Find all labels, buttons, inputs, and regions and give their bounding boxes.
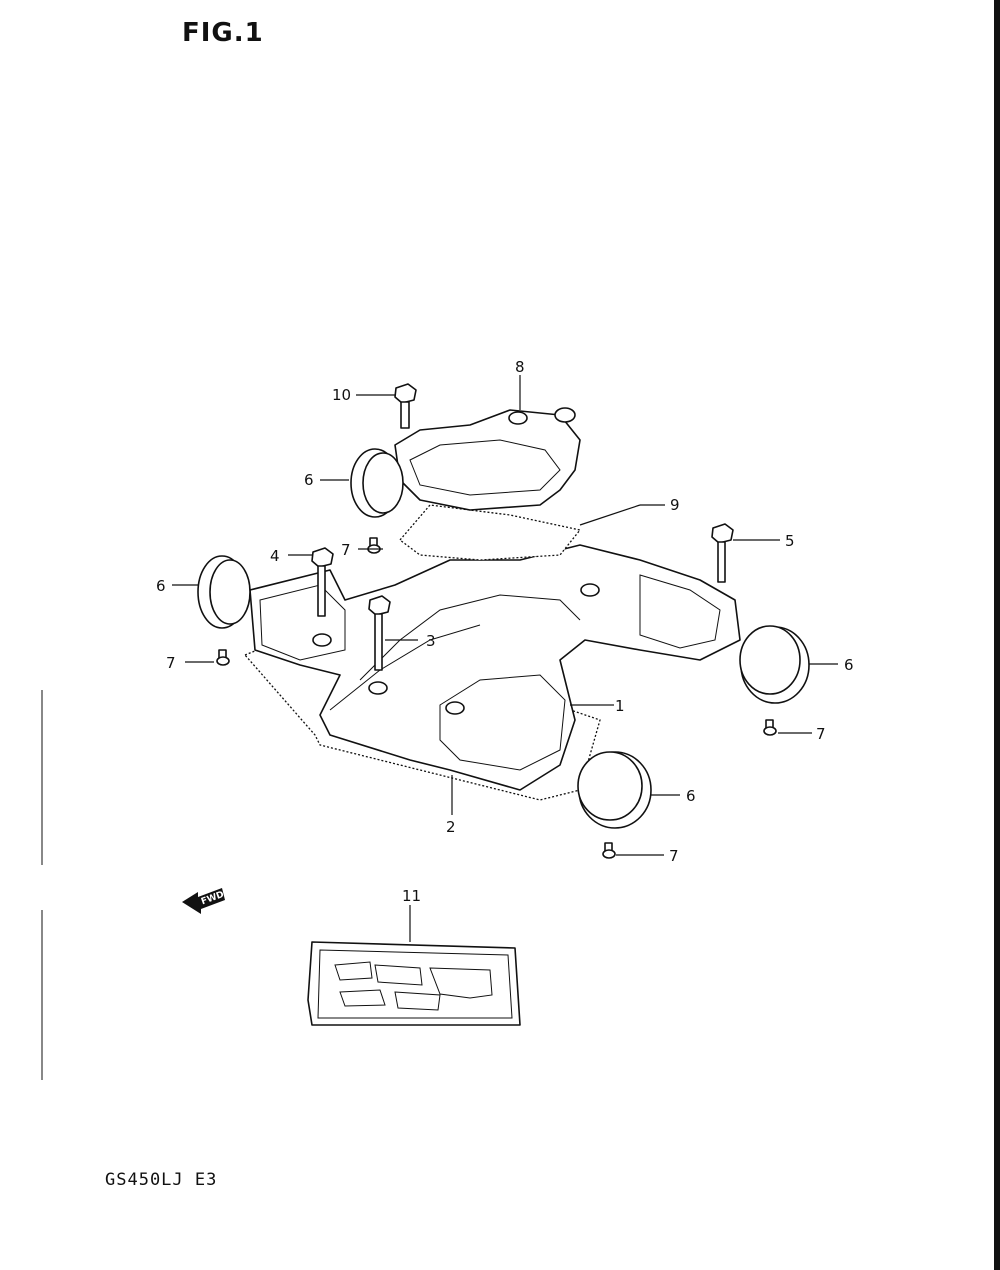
callout-7-left: 7 <box>166 654 176 672</box>
figure-title: FIG.1 <box>182 18 264 48</box>
breather-cover-gasket <box>399 504 582 561</box>
cover-right-lobe <box>639 574 721 649</box>
cap-rear-left <box>350 448 404 518</box>
callout-3: 3 <box>426 632 436 650</box>
cover-front-lobe <box>439 674 566 771</box>
callout-1: 1 <box>615 697 625 715</box>
screw-7d <box>602 842 616 859</box>
callout-2: 2 <box>446 818 456 836</box>
callout-7-center: 7 <box>341 541 351 559</box>
callout-8: 8 <box>515 358 525 376</box>
screw-7a <box>367 537 381 554</box>
cover-center-ridge <box>359 594 581 681</box>
gasket-set-11 <box>307 941 521 1026</box>
callout-4: 4 <box>270 547 280 565</box>
callout-11: 11 <box>402 887 421 905</box>
breather-outlet-pipe <box>554 407 576 423</box>
bolt-4 <box>311 547 334 617</box>
bolt-5 <box>711 523 734 583</box>
scan-border <box>994 0 1000 1270</box>
callout-9: 9 <box>670 496 680 514</box>
cover-bolt-boss <box>368 681 388 695</box>
callout-6-front: 6 <box>686 787 696 805</box>
screw-7c <box>763 719 777 736</box>
bolt-3 <box>368 595 391 671</box>
breather-cover-boss <box>508 411 528 425</box>
callout-7-right: 7 <box>816 725 826 743</box>
model-code: GS450LJ E3 <box>105 1170 218 1190</box>
cover-bolt-boss <box>312 633 332 647</box>
breather-cover <box>394 409 581 511</box>
callout-6-left: 6 <box>156 577 166 595</box>
callout-5: 5 <box>785 532 795 550</box>
cover-bolt-boss <box>580 583 600 597</box>
bolt-10 <box>394 383 417 429</box>
cap-left <box>197 555 251 629</box>
breather-cover-top <box>409 439 561 496</box>
forward-arrow-label: FWD <box>200 890 226 907</box>
callout-6-rear: 6 <box>304 471 314 489</box>
callout-10: 10 <box>332 386 351 404</box>
forward-arrow-icon: FWD <box>182 888 225 914</box>
cap-front <box>577 751 652 829</box>
cap-right <box>739 625 810 704</box>
callout-7-front: 7 <box>669 847 679 865</box>
callout-6-right: 6 <box>844 656 854 674</box>
cover-bolt-boss <box>445 701 465 715</box>
cover-center-channel <box>329 624 481 711</box>
screw-7b <box>216 649 230 666</box>
